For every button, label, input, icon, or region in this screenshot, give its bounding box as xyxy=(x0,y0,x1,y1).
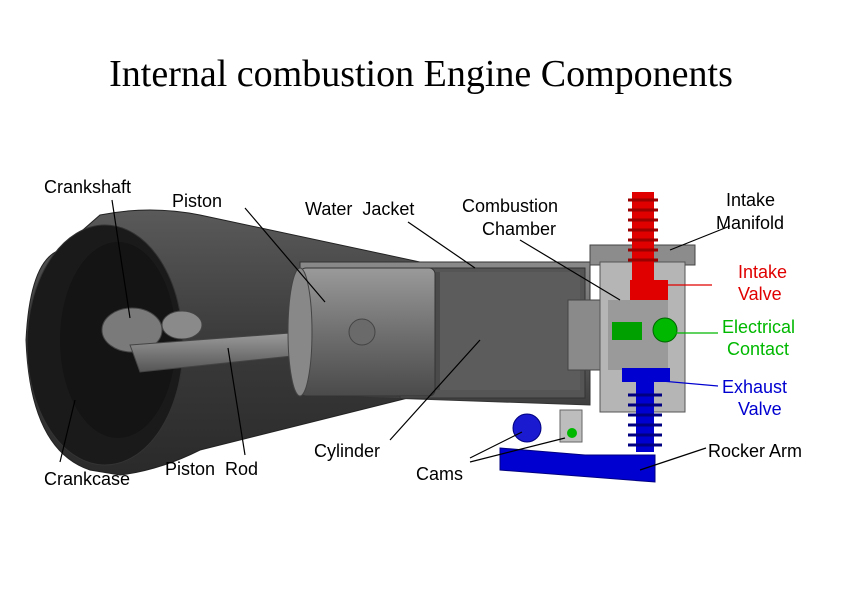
label-combustion-chamber-2: Chamber xyxy=(482,219,556,239)
electrical-contact-part xyxy=(612,317,678,343)
cams-part xyxy=(512,409,583,443)
label-intake-valve-1: Intake xyxy=(738,262,787,282)
label-cams: Cams xyxy=(416,464,463,484)
crankshaft-part xyxy=(101,307,203,353)
page-title: Internal combustion Engine Components xyxy=(109,53,733,95)
label-piston: Piston xyxy=(172,191,222,211)
rocker-arm-part xyxy=(499,447,656,483)
label-electrical-contact-2: Contact xyxy=(727,339,789,359)
label-water-jacket: Water Jacket xyxy=(305,199,414,219)
exhaust-valve-part xyxy=(622,368,670,452)
label-cylinder: Cylinder xyxy=(314,441,380,461)
label-crankshaft: Crankshaft xyxy=(44,177,131,197)
leader-lines xyxy=(59,199,731,471)
piston-part xyxy=(287,267,436,397)
label-rocker-arm: Rocker Arm xyxy=(708,441,802,461)
label-intake-manifold-1: Intake xyxy=(726,190,775,210)
label-exhaust-valve-2: Valve xyxy=(738,399,782,419)
label-exhaust-valve-1: Exhaust xyxy=(722,377,787,397)
label-piston-rod: Piston Rod xyxy=(165,459,258,479)
label-combustion-chamber-1: Combustion xyxy=(462,196,558,216)
label-electrical-contact-1: Electrical xyxy=(722,317,795,337)
label-intake-manifold-2: Manifold xyxy=(716,213,784,233)
label-intake-valve-2: Valve xyxy=(738,284,782,304)
label-crankcase: Crankcase xyxy=(44,469,130,489)
